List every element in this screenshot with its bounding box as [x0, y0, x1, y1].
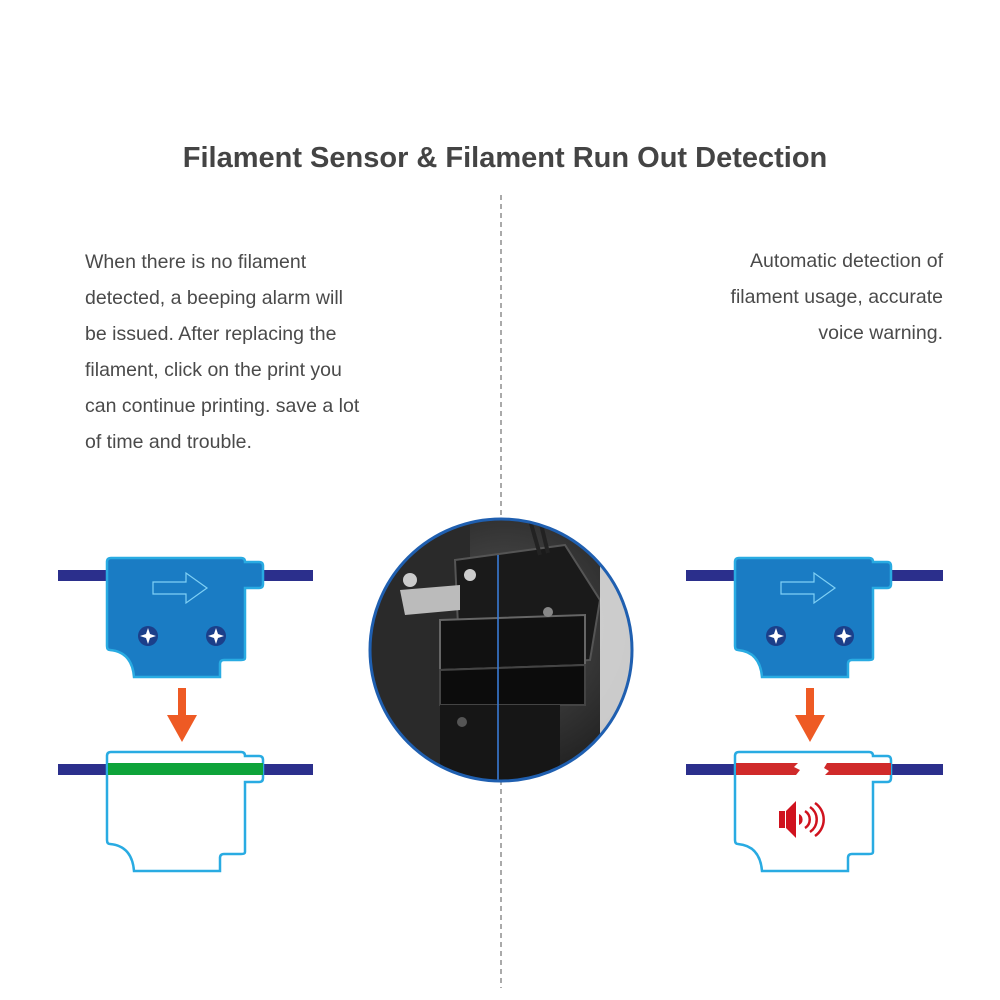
sensor-body	[105, 556, 265, 679]
screw-icon	[834, 626, 854, 646]
text-line: can continue printing. save a lot	[85, 395, 360, 417]
screw-icon	[138, 626, 158, 646]
text-line: When there is no filament	[85, 251, 307, 273]
sensor-normal-diagram	[58, 556, 313, 873]
screw-icon	[206, 626, 226, 646]
page-title: Filament Sensor & Filament Run Out Detec…	[182, 142, 828, 174]
text-line: voice warning.	[818, 322, 943, 344]
screw-icon	[766, 626, 786, 646]
speaker-alarm-icon	[779, 801, 825, 838]
sensor-runout-diagram	[686, 556, 943, 873]
filament-present-bar	[108, 763, 263, 775]
direction-arrow-icon	[152, 571, 209, 605]
text-line: detected, a beeping alarm will	[85, 287, 343, 309]
sensor-photo	[370, 519, 632, 781]
text-line: Automatic detection of	[750, 250, 943, 272]
text-line: filament, click on the print you	[85, 359, 342, 381]
left-description: When there is no filament detected, a be…	[85, 244, 415, 460]
sensor-body	[733, 556, 893, 679]
filament-broken-right	[824, 763, 891, 775]
text-line: be issued. After replacing the	[85, 323, 337, 345]
down-arrow-icon	[167, 688, 197, 742]
down-arrow-icon	[795, 688, 825, 742]
direction-arrow-icon	[780, 571, 837, 605]
filament-broken-left	[736, 763, 800, 775]
text-line: of time and trouble.	[85, 431, 252, 453]
right-description: Automatic detection of filament usage, a…	[613, 243, 943, 351]
photo-frame	[368, 517, 634, 783]
text-line: filament usage, accurate	[730, 286, 943, 308]
